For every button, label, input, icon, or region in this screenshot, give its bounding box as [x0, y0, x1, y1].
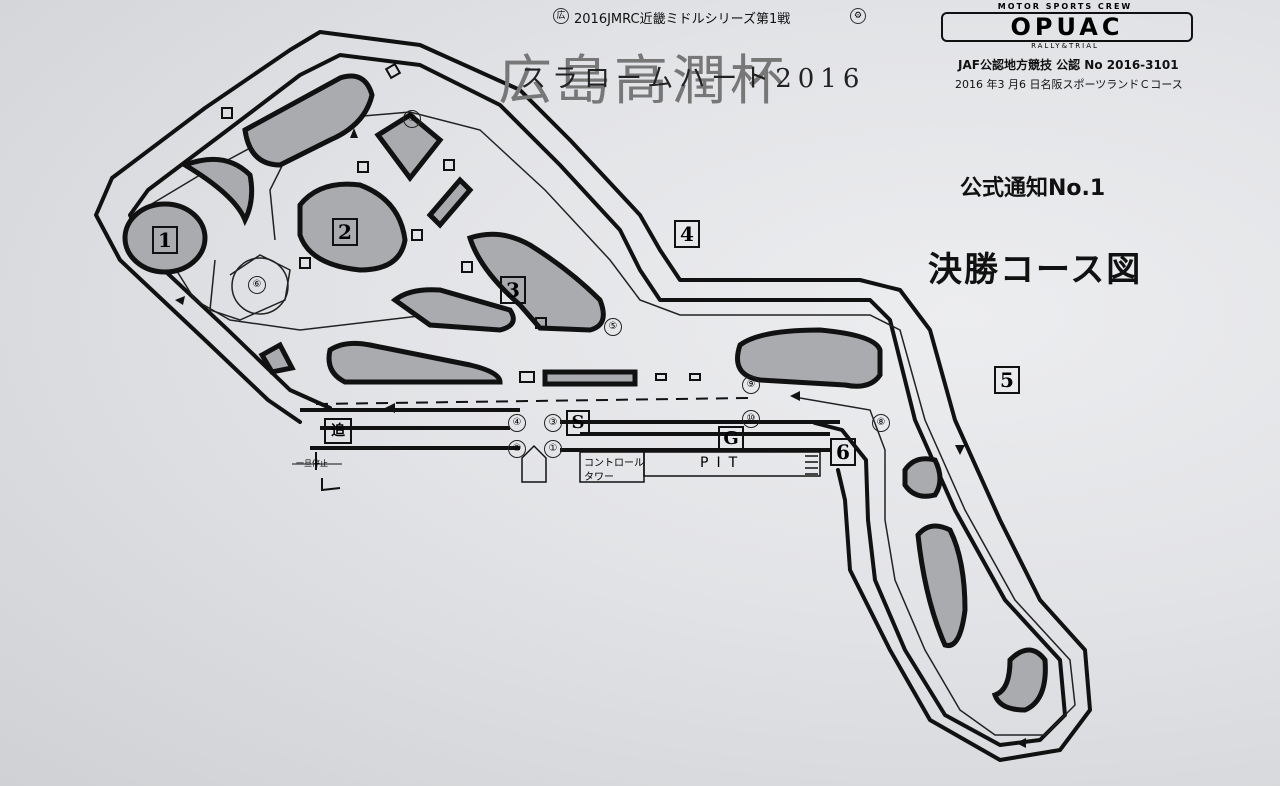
marker-3: ③ [544, 414, 562, 432]
event-title-big: 広島高潤杯 [498, 49, 788, 112]
outer-boundary [94, 30, 1092, 762]
jmrc-emblem-icon: ⚙ [850, 8, 866, 24]
jaf-permit: JAF公認地方競技 公認 No 2016-3101 [958, 58, 1179, 72]
section-6-box: 6 [830, 438, 856, 466]
section-2-box: 2 [332, 218, 358, 246]
section-4-box: 4 [674, 220, 700, 248]
obstacle-5b [915, 523, 968, 649]
obstacle-1 [122, 201, 208, 275]
logo-bottom-text: RALLY&TRIAL [1031, 42, 1099, 50]
marker-9: ⑨ [742, 376, 760, 394]
obstacle-bar-2 [542, 369, 638, 387]
obstacle-bar [426, 176, 474, 229]
chase-marker: 追 [324, 418, 352, 444]
stop-label: 一旦停止 [296, 459, 328, 468]
marker-2: ② [508, 440, 526, 458]
marker-5: ⑤ [604, 318, 622, 336]
official-notice: 公式通知No.1 [960, 176, 1106, 201]
logo-main-text: OPUAC [941, 12, 1193, 42]
marker-1: ① [544, 440, 562, 458]
control-tower-label-2: タワー [584, 472, 614, 483]
marker-6: ⑥ [248, 276, 266, 294]
obstacle-small [258, 341, 296, 375]
marker-7: ⑦ [403, 110, 421, 128]
pit-box [643, 451, 821, 477]
pit-gate [521, 444, 547, 483]
inner-boundary [128, 53, 1067, 747]
date-venue: 2016 年3 月6 日名阪スポーツランドＣコース [955, 78, 1183, 91]
obstacle-3b [390, 287, 516, 333]
obstacle-square-7 [374, 111, 444, 183]
series-text: 2016JMRC近畿ミドルシリーズ第1戦 [574, 12, 791, 27]
marker-8: ⑧ [872, 414, 890, 432]
goal-marker: G [718, 426, 744, 452]
start-marker: S [566, 410, 590, 436]
obstacle-top [242, 73, 375, 168]
section-3-box: 3 [500, 276, 526, 304]
obstacle-9 [735, 327, 883, 389]
section-1-box: 1 [152, 226, 178, 254]
obstacle-5a [902, 456, 943, 499]
obstacle-3 [466, 231, 606, 333]
obstacle-2 [297, 181, 408, 273]
marker-4: ④ [508, 414, 526, 432]
opuac-logo: MOTOR SPORTS CREW OPUAC RALLY&TRIAL [935, 2, 1195, 50]
pit-label: PIT [700, 455, 746, 471]
event-subtitle: スラロームハート2016 [520, 64, 866, 94]
control-tower-label-1: コントロール [584, 458, 644, 469]
obstacle-mid-long [326, 340, 503, 385]
logo-top-text: MOTOR SPORTS CREW [997, 2, 1133, 11]
obstacle-5c [991, 647, 1048, 713]
marker-10: ⑩ [742, 410, 760, 428]
series-emblem-icon: 広 [553, 8, 569, 24]
course-title: 決勝コース図 [928, 250, 1143, 290]
section-5-box: 5 [994, 366, 1020, 394]
obstacle-crescent-1 [179, 156, 255, 227]
circle-6 [231, 257, 289, 315]
